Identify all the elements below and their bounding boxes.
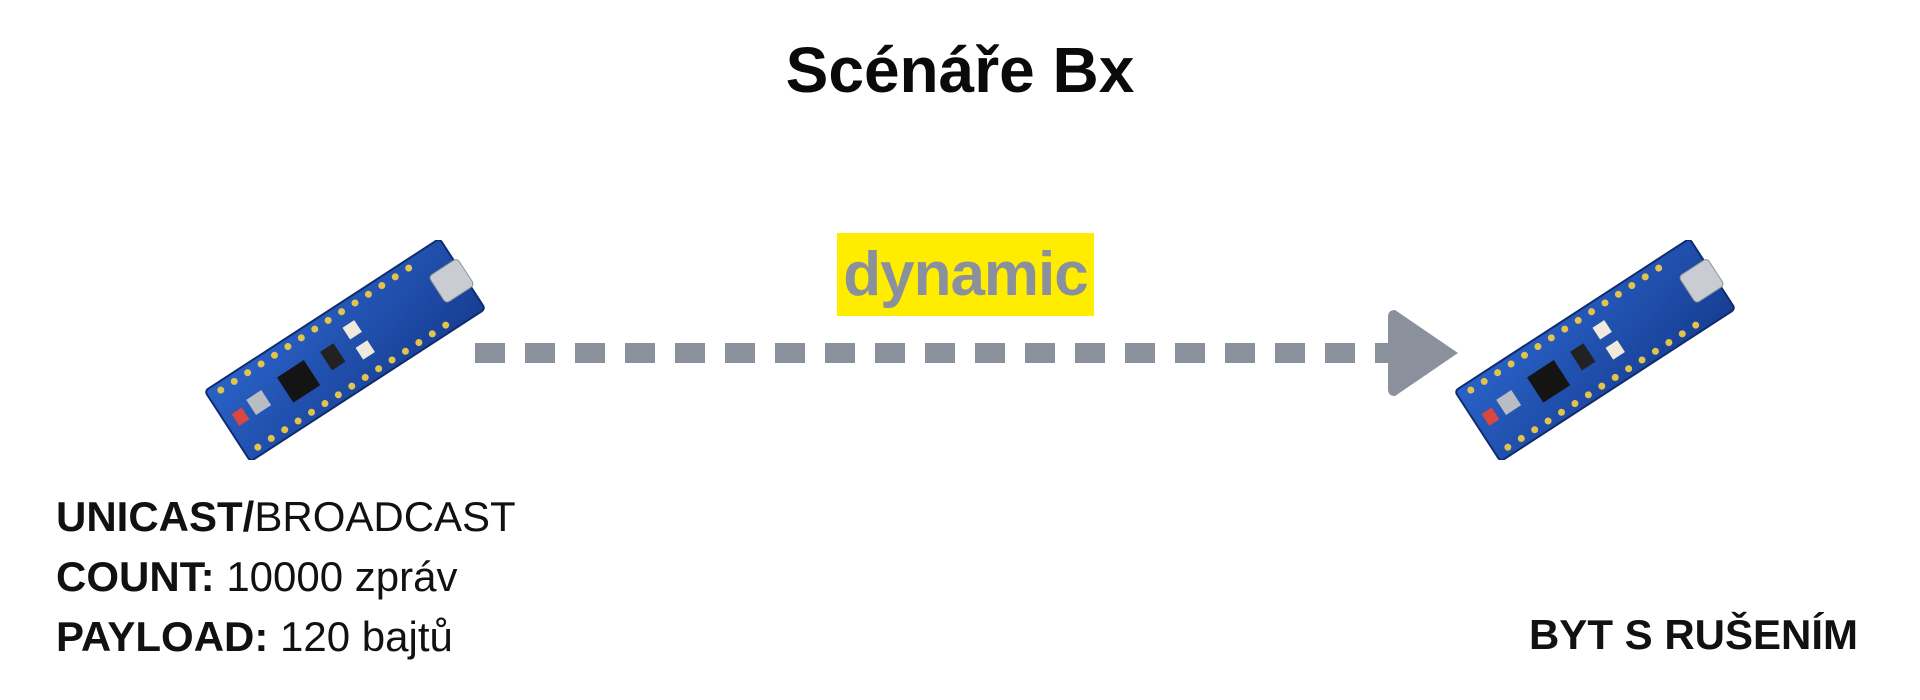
payload-row: PAYLOAD: 120 bajtů [56, 607, 516, 667]
count-label: COUNT: [56, 553, 215, 600]
mode-normal-label: BROADCAST [254, 493, 516, 540]
sender-board-image [205, 240, 485, 460]
count-row: COUNT: 10000 zpráv [56, 547, 516, 607]
diagram-title: Scénáře Bx [785, 34, 1135, 106]
payload-value: 120 bajtů [280, 613, 453, 660]
mode-bold-label: UNICAST/ [56, 493, 255, 540]
count-value: 10000 zpráv [226, 553, 458, 600]
receiver-board-image [1455, 240, 1735, 460]
link-type-label: dynamic [837, 233, 1094, 316]
payload-label: PAYLOAD: [56, 613, 269, 660]
mode-row: UNICAST/BROADCAST [56, 487, 516, 547]
receiver-environment-label: BYT S RUŠENÍM [1528, 611, 1858, 658]
transmission-arrow [475, 310, 1458, 396]
sender-info: UNICAST/BROADCAST COUNT: 10000 zpráv PAY… [56, 487, 516, 667]
arrow-head-icon [1388, 310, 1458, 396]
